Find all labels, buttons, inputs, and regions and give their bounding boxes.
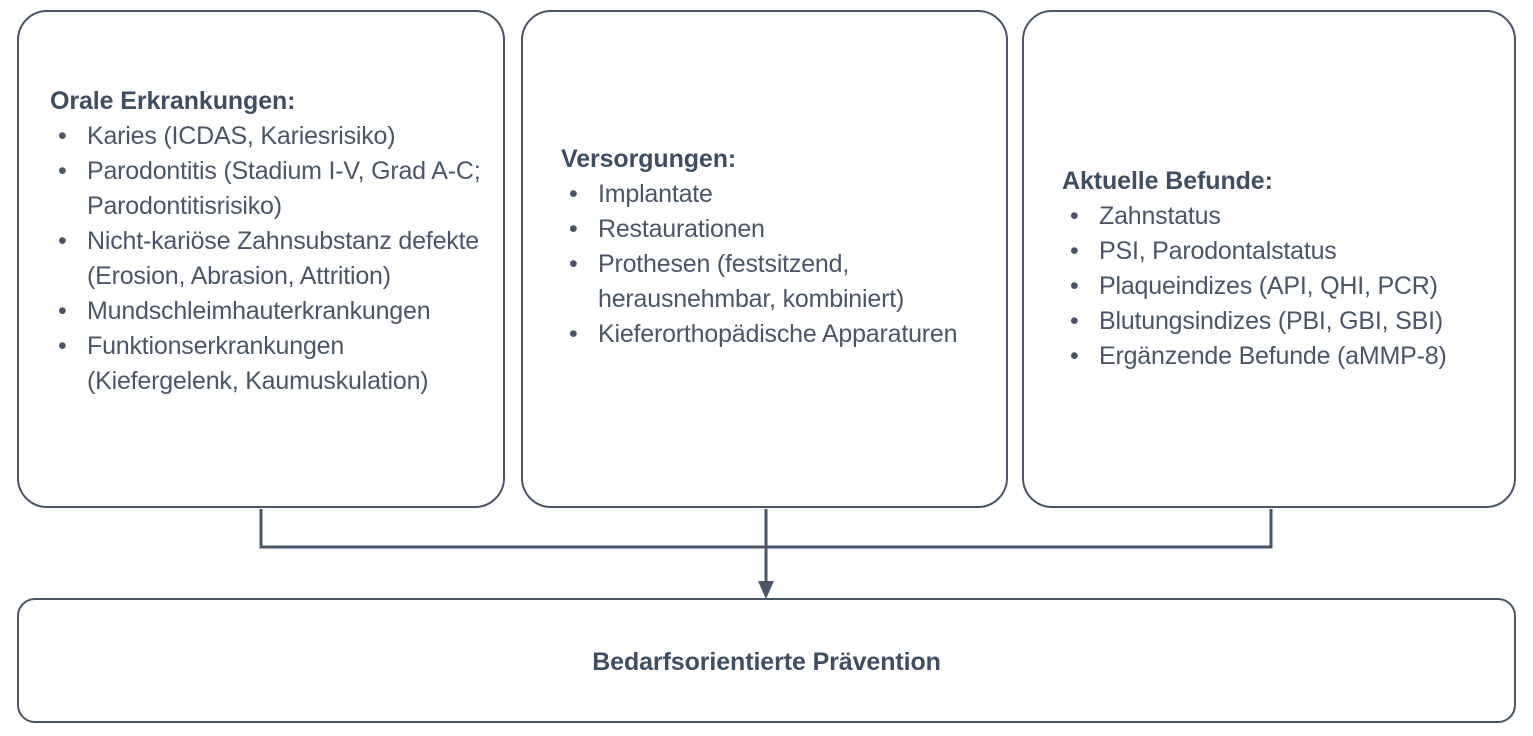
list-item: • Mundschleimhauterkrankungen — [50, 294, 489, 329]
bullet-icon: • — [58, 332, 67, 360]
list-item-text: Kieferorthopädische Apparaturen — [598, 320, 958, 348]
list-item-text: Ergänzende Befunde (aMMP-8) — [1099, 342, 1447, 370]
list-item: • Funktionserkrankungen (Kiefergelenk, Ka… — [50, 329, 489, 399]
box-bedarfsorientierte-praevention[interactable]: Bedarfsorientierte Prävention — [17, 598, 1516, 723]
bullet-icon: • — [1070, 307, 1079, 335]
bullet-icon: • — [58, 297, 67, 325]
box-title: Orale Erkrankungen: — [50, 87, 296, 115]
bullet-icon: • — [58, 122, 67, 150]
list-item-text: Mundschleimhauterkrankungen — [87, 297, 431, 325]
box-bullet-list: • Karies (ICDAS, Kariesrisiko) • Parodonti… — [50, 119, 489, 399]
list-item: • Parodontitis (Stadium I-V, Grad A-C; Pa… — [50, 154, 489, 224]
list-item-text: Karies (ICDAS, Kariesrisiko) — [87, 122, 396, 150]
list-item-text: Nicht-kariöse Zahnsubstanz defekte (Eros… — [87, 227, 480, 290]
list-item: • Blutungsindizes (PBI, GBI, SBI) — [1062, 304, 1500, 339]
list-item-text: Zahnstatus — [1099, 202, 1221, 230]
list-item-text: Implantate — [598, 180, 713, 208]
result-label: Bedarfsorientierte Prävention — [592, 648, 941, 676]
list-item-text: Funktionserkrankungen (Kiefergelenk, Kau… — [87, 332, 429, 395]
bullet-icon: • — [58, 227, 67, 255]
box-title: Aktuelle Befunde: — [1062, 167, 1273, 195]
list-item-text: Parodontitis (Stadium I-V, Grad A-C; Par… — [87, 157, 481, 220]
bullet-icon: • — [569, 180, 578, 208]
bullet-icon: • — [1070, 272, 1079, 300]
list-item: • Zahnstatus — [1062, 199, 1500, 234]
list-item-text: PSI, Parodontalstatus — [1099, 237, 1337, 265]
bullet-icon: • — [1070, 342, 1079, 370]
list-item: • Plaqueindizes (API, QHI, PCR) — [1062, 269, 1500, 304]
box-bullet-list: • Implantate • Restaurationen • Prothesen (… — [561, 177, 992, 352]
list-item-text: Restaurationen — [598, 215, 765, 243]
list-item-text: Blutungsindizes (PBI, GBI, SBI) — [1099, 307, 1443, 335]
bullet-icon: • — [569, 320, 578, 348]
list-item-text: Prothesen (festsitzend, herausnehmbar, k… — [598, 250, 905, 313]
bullet-icon: • — [1070, 202, 1079, 230]
list-item: • Restaurationen — [561, 212, 992, 247]
list-item-text: Plaqueindizes (API, QHI, PCR) — [1099, 272, 1438, 300]
list-item: • Karies (ICDAS, Kariesrisiko) — [50, 119, 489, 154]
list-item: • Prothesen (festsitzend, herausnehmbar, … — [561, 247, 992, 317]
bullet-icon: • — [569, 215, 578, 243]
box-bullet-list: • Zahnstatus • PSI, Parodontalstatus • Plaq… — [1062, 199, 1500, 374]
box-versorgungen[interactable]: Versorgungen: • Implantate • Restauratione… — [521, 10, 1008, 508]
box-title: Versorgungen: — [561, 145, 737, 173]
box-orale-erkrankungen[interactable]: Orale Erkrankungen: • Karies (ICDAS, Kari… — [17, 10, 505, 508]
box-aktuelle-befunde[interactable]: Aktuelle Befunde: • Zahnstatus • PSI, Paro… — [1022, 10, 1516, 508]
list-item: • Ergänzende Befunde (aMMP-8) — [1062, 339, 1500, 374]
bullet-icon: • — [58, 157, 67, 185]
list-item: • Nicht-kariöse Zahnsubstanz defekte (Ero… — [50, 224, 489, 294]
list-item: • PSI, Parodontalstatus — [1062, 234, 1500, 269]
bullet-icon: • — [1070, 237, 1079, 265]
bullet-icon: • — [569, 250, 578, 278]
list-item: • Kieferorthopädische Apparaturen — [561, 317, 992, 352]
list-item: • Implantate — [561, 177, 992, 212]
